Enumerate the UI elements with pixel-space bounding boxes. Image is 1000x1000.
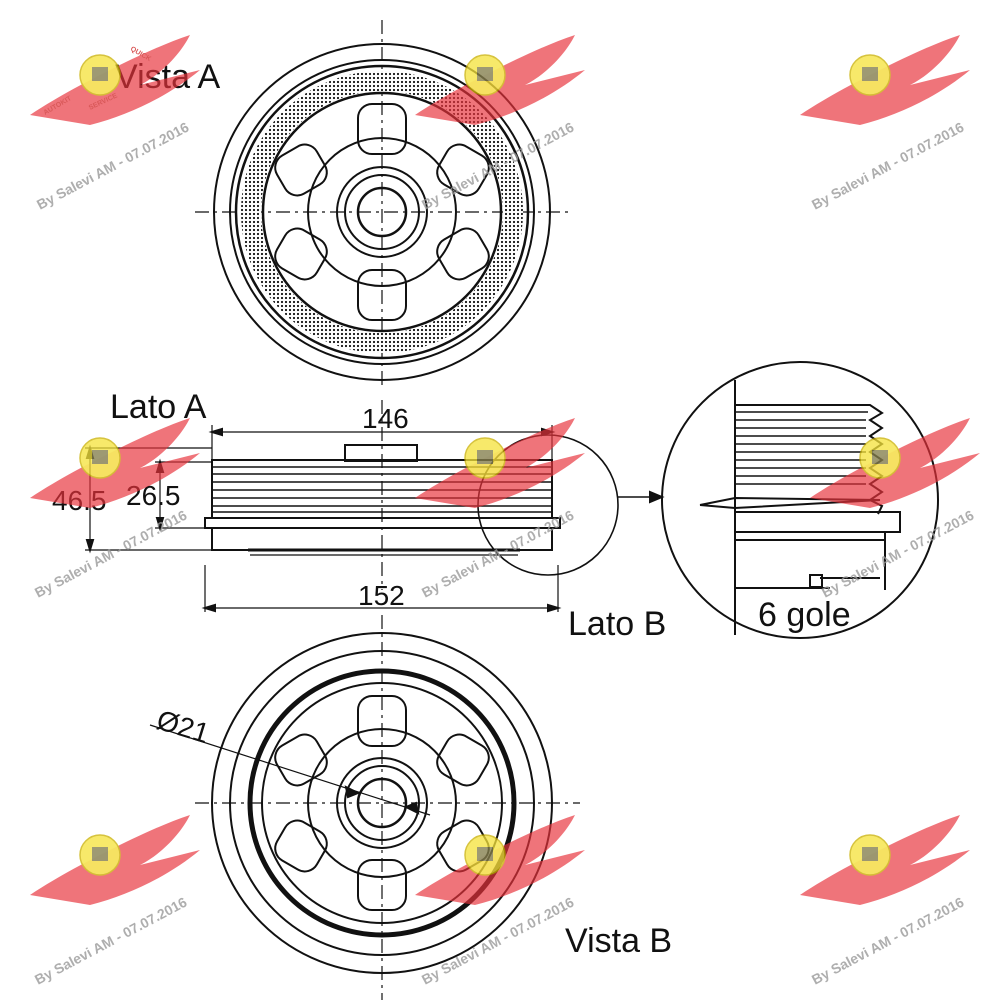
view-a-drawing	[195, 20, 570, 390]
view-b-drawing	[149, 615, 580, 1000]
dimension-152: 152	[358, 580, 405, 611]
side-b-label: Lato B	[568, 605, 666, 643]
watermark-text: By Salevi AM - 07.07.2016	[809, 119, 967, 213]
view-b-label: Vista B	[565, 922, 672, 960]
grooves-label: 6 gole	[758, 596, 851, 634]
dimension-146: 146	[362, 403, 409, 434]
side-a-label: Lato A	[110, 388, 207, 426]
watermark-text: By Salevi AM - 07.07.2016	[34, 119, 192, 213]
watermark-text: By Salevi AM - 07.07.2016	[419, 507, 577, 601]
dimension-bore-diameter: Ø21	[153, 704, 213, 749]
watermark-text: By Salevi AM - 07.07.2016	[32, 894, 190, 988]
watermark-text: By Salevi AM - 07.07.2016	[809, 894, 967, 988]
watermark-text: By Salevi AM - 07.07.2016	[819, 507, 977, 601]
watermark-text: By Salevi AM - 07.07.2016	[32, 507, 190, 601]
